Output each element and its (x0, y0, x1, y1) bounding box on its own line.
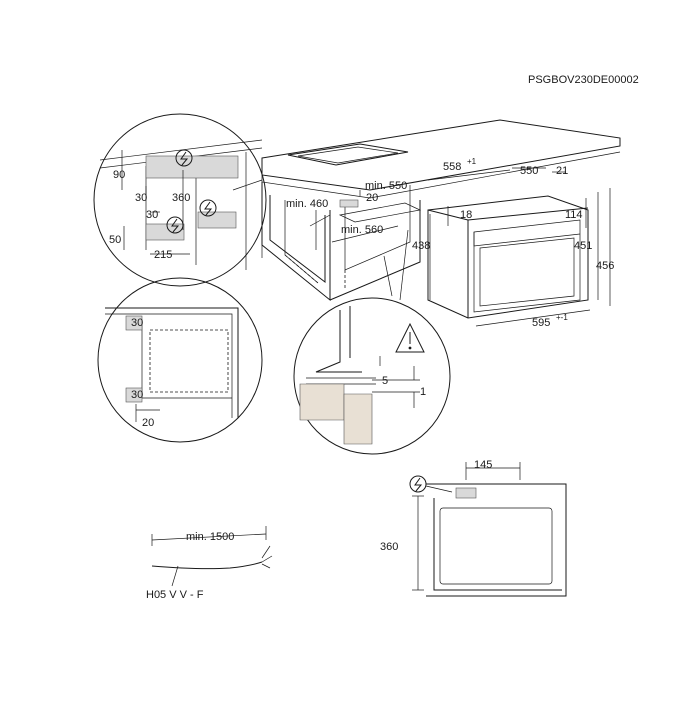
dim-438: 438 (412, 240, 430, 252)
dim-30-lower: 30 (146, 209, 158, 221)
dim-550: 550 (520, 165, 538, 177)
dim-20-side: 20 (142, 417, 154, 429)
dim-18: 18 (460, 209, 472, 221)
power-socket-icon (175, 149, 193, 167)
dim-30-upper: 30 (135, 192, 147, 204)
dim-456: 456 (596, 260, 614, 272)
dim-145: 145 (474, 459, 492, 471)
dim-360: 360 (172, 192, 190, 204)
appliance-oven (427, 167, 611, 327)
dim-360-rear: 360 (380, 541, 398, 553)
dim-20-cabinet: 20 (366, 192, 378, 204)
side-socket-zone-top (125, 315, 143, 331)
document-code: PSGBOV230DE00002 (528, 74, 639, 86)
side-socket-zone-bottom (125, 387, 143, 403)
dim-558-tolerance: +1 (467, 157, 477, 166)
detail-circle-side-clearance (97, 277, 263, 443)
rear-socket-zone (455, 487, 477, 499)
dim-min-550: min. 550 (365, 180, 407, 192)
cable-type-label: H05 V V - F (146, 589, 204, 601)
dim-558: 558 (443, 161, 461, 173)
cable-length-label: min. 1500 (186, 531, 234, 543)
power-cable (151, 526, 273, 587)
dim-21: 21 (556, 165, 568, 177)
socket-zone-bottom (145, 223, 185, 241)
power-socket-icon (166, 216, 184, 234)
dim-215: 215 (154, 249, 172, 261)
dim-30-side-lower: 30 (131, 389, 143, 401)
dim-90: 90 (113, 169, 125, 181)
socket-position-drawing (412, 462, 567, 597)
dim-595: 595 (532, 317, 550, 329)
power-socket-icon (199, 199, 217, 217)
dim-1: 1 (420, 386, 426, 398)
dim-50: 50 (109, 234, 121, 246)
dim-min-460: min. 460 (286, 198, 328, 210)
dim-min-560: min. 560 (341, 224, 383, 236)
dim-451: 451 (574, 240, 592, 252)
detail-circle-gap (293, 297, 451, 455)
dim-5: 5 (382, 375, 388, 387)
warning-triangle-icon (395, 322, 425, 353)
cabinet-socket (339, 199, 359, 208)
dim-30-side-upper: 30 (131, 317, 143, 329)
cabinet-perspective (232, 119, 621, 302)
dim-595-tolerance: +-1 (556, 313, 568, 322)
power-socket-icon (409, 475, 427, 493)
dim-114: 114 (565, 209, 583, 221)
